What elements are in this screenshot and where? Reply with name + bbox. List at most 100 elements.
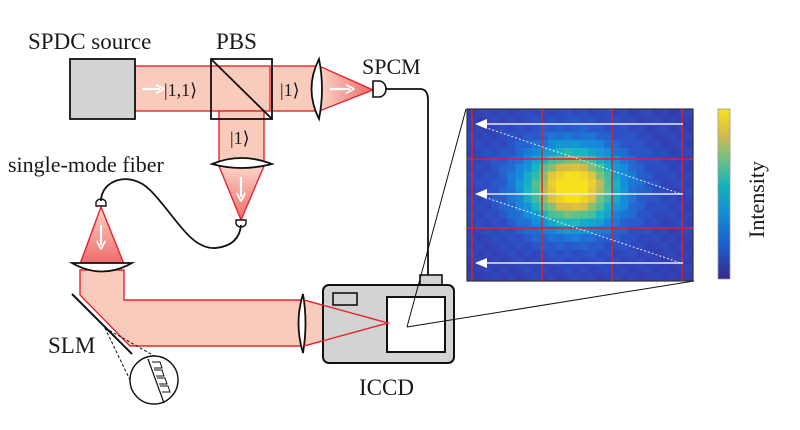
heatmap-pixel (676, 210, 686, 219)
heatmap-pixel (580, 155, 589, 165)
heatmap-pixel (676, 179, 686, 188)
heatmap-pixel (507, 210, 516, 219)
heatmap-pixel (588, 132, 597, 141)
heatmap-pixel (684, 155, 694, 165)
heatmap-pixel (515, 171, 524, 180)
heatmap-pixel (547, 109, 557, 118)
heatmap-pixel (467, 124, 476, 133)
heatmap-pixel (620, 241, 629, 251)
spdc-source-label: SPDC source (28, 29, 151, 54)
heatmap-pixel (563, 116, 573, 126)
heatmap-pixel (539, 163, 549, 172)
heatmap-pixel (684, 195, 694, 204)
heatmap-pixel (563, 195, 573, 204)
heatmap-pixel (523, 273, 532, 282)
heatmap-pixel (620, 140, 629, 149)
heatmap-pixel (563, 179, 573, 188)
heatmap-pixel (660, 171, 670, 180)
heatmap-pixel (644, 218, 654, 227)
heatmap-pixel (684, 218, 694, 227)
heatmap-pixel (684, 140, 694, 149)
heatmap-pixel (652, 124, 662, 133)
heatmap-pixel (491, 124, 500, 133)
heatmap-pixel (604, 210, 613, 219)
heatmap-pixel (555, 187, 565, 196)
heatmap-pixel (515, 195, 524, 204)
heatmap-pixel (515, 148, 524, 157)
heatmap-pixel (491, 241, 500, 251)
heatmap-pixel (571, 179, 581, 188)
heatmap-pixel (531, 124, 541, 133)
heatmap-pixel (612, 124, 621, 133)
heatmap-pixel (515, 140, 524, 149)
heatmap-pixel (491, 226, 500, 235)
heatmap-pixel (547, 249, 557, 258)
heatmap-pixel (652, 195, 662, 204)
heatmap-pixel (467, 210, 476, 219)
heatmap-pixel (507, 273, 516, 282)
heatmap-pixel (580, 116, 589, 126)
heatmap-pixel (668, 218, 678, 227)
heatmap-pixel (547, 140, 557, 149)
heatmap-pixel (499, 241, 508, 251)
heatmap-pixel (668, 257, 678, 266)
heatmap-pixel (676, 218, 686, 227)
heatmap-pixel (571, 124, 581, 133)
heatmap-pixel (483, 109, 492, 118)
heatmap-pixel (652, 163, 662, 172)
heatmap-pixel (660, 234, 670, 243)
heatmap-pixel (523, 257, 532, 266)
heatmap-pixel (580, 109, 589, 118)
heatmap-pixel (612, 241, 621, 251)
heatmap-pixel (676, 202, 686, 212)
heatmap-pixel (660, 155, 670, 165)
heatmap-pixel (483, 210, 492, 219)
heatmap-pixel (588, 195, 597, 204)
heatmap-pixel (652, 265, 662, 274)
heatmap-pixel (563, 257, 573, 266)
heatmap-pixel (539, 187, 549, 196)
heatmap-pixel (596, 155, 605, 165)
heatmap-pixel (475, 226, 484, 235)
heatmap-pixel (620, 155, 629, 165)
heatmap-pixel (571, 210, 581, 219)
heatmap-pixel (676, 273, 686, 282)
heatmap-pixel (555, 234, 565, 243)
heatmap-pixel (660, 210, 670, 219)
heatmap-pixel (652, 202, 662, 212)
heatmap-pixel (515, 187, 524, 196)
heatmap-pixel (580, 132, 589, 141)
heatmap-pixel (539, 273, 549, 282)
heatmap-pixel (571, 132, 581, 141)
heatmap-pixel (523, 116, 532, 126)
heatmap-pixel (668, 140, 678, 149)
heatmap-pixel (620, 116, 629, 126)
heatmap-pixel (547, 116, 557, 126)
heatmap-pixel (644, 210, 654, 219)
heatmap-pixel (555, 163, 565, 172)
heatmap-pixel (531, 148, 541, 157)
heatmap-pixel (596, 257, 605, 266)
heatmap-pixel (684, 132, 694, 141)
heatmap-pixel (571, 155, 581, 165)
heatmap-pixel (636, 210, 645, 219)
heatmap-pixel (491, 171, 500, 180)
heatmap-pixel (620, 124, 629, 133)
heatmap-pixel (612, 179, 621, 188)
heatmap-pixel (571, 241, 581, 251)
heatmap-pixel (596, 226, 605, 235)
heatmap-pixel (523, 155, 532, 165)
heatmap-pixel (531, 171, 541, 180)
heatmap-pixel (580, 218, 589, 227)
heatmap-pixel (644, 249, 654, 258)
heatmap-pixel (612, 148, 621, 157)
heatmap-pixel (563, 109, 573, 118)
heatmap-pixel (612, 210, 621, 219)
heatmap-pixel (588, 155, 597, 165)
heatmap-pixel (555, 124, 565, 133)
heatmap-pixel (547, 226, 557, 235)
heatmap-pixel (547, 155, 557, 165)
heatmap-pixel (507, 187, 516, 196)
heatmap-pixel (515, 124, 524, 133)
heatmap-pixel (668, 249, 678, 258)
